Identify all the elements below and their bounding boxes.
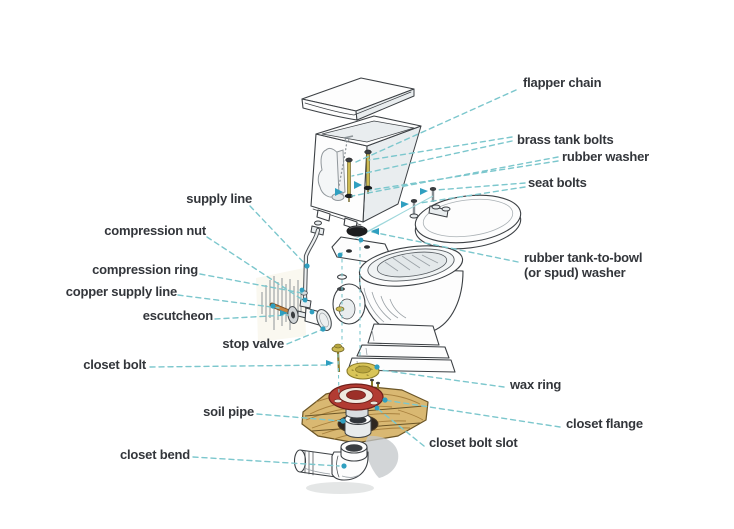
label-rubber-spud-washer: rubber tank-to-bowl (or spud) washer <box>524 250 643 280</box>
label-closet-flange: closet flange <box>566 416 643 431</box>
callout-dots <box>270 237 388 469</box>
label-soil-pipe: soil pipe <box>203 404 254 419</box>
closet-bend-part <box>293 440 369 481</box>
alignment-lines <box>337 240 361 397</box>
stop-valve-part <box>297 307 332 332</box>
seat <box>414 194 522 250</box>
wall-hatching <box>256 268 306 342</box>
label-closet-bend: closet bend <box>119 447 190 462</box>
callout-arrows <box>280 181 428 366</box>
label-flapper-chain: flapper chain <box>523 75 602 90</box>
label-brass-tank-bolts: brass tank bolts <box>517 132 614 147</box>
flush-valve-assembly <box>317 135 354 201</box>
wax-ring-part <box>346 362 380 380</box>
rubber-washer-part <box>344 193 354 199</box>
mounting-hardware <box>335 274 348 312</box>
closet-flange-part <box>328 378 384 419</box>
closet-bolt-slot-part <box>333 398 343 404</box>
flapper-chain-part <box>338 140 348 187</box>
label-rubber-washer: rubber washer <box>562 149 649 164</box>
label-stop-valve: stop valve <box>222 336 284 351</box>
label-compression-ring: compression ring <box>92 262 198 277</box>
closet-bolts <box>331 343 345 373</box>
label-closet-bolt-slot: closet bolt slot <box>429 435 518 450</box>
tank-lid <box>301 77 415 121</box>
label-compression-nut: compression nut <box>104 223 206 238</box>
label-copper-supply-line: copper supply line <box>65 284 177 299</box>
closet-bolt-slot-part <box>369 400 379 406</box>
shadow <box>306 435 399 494</box>
leader-lines <box>149 89 561 467</box>
label-closet-bolt: closet bolt <box>83 357 146 372</box>
label-wax-ring: wax ring <box>510 377 562 392</box>
rubber-washer-part <box>363 185 373 191</box>
bowl <box>331 236 464 373</box>
label-escutcheon: escutcheon <box>142 308 213 323</box>
label-seat-bolts: seat bolts <box>528 175 587 190</box>
label-supply-line: supply line <box>186 191 252 206</box>
tank <box>310 115 422 230</box>
brass-tank-bolts <box>344 149 373 202</box>
escutcheon-part <box>287 306 299 324</box>
compression-nut-part <box>299 298 312 309</box>
spud-washer <box>346 225 368 237</box>
